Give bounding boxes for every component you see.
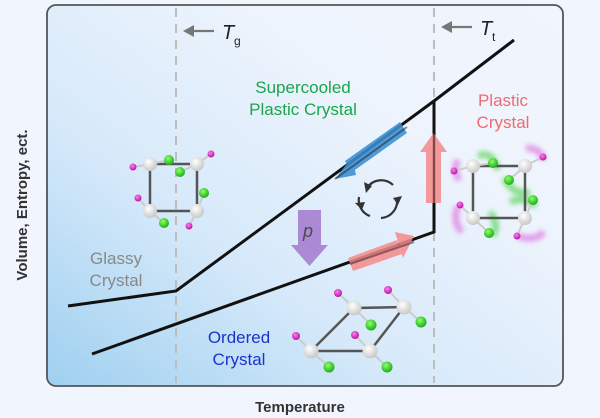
y-axis-label: Volume, Entropy, ect. <box>14 129 31 280</box>
ordered-crystal-molecule <box>292 286 427 373</box>
x-axis-label: Temperature <box>255 399 345 416</box>
tg-subscript: g <box>234 34 241 48</box>
supercooled-label: Supercooled Plastic Crystal <box>249 78 357 119</box>
svg-text:Glassy: Glassy <box>90 249 142 268</box>
tt-symbol: T <box>480 18 494 40</box>
svg-text:Ordered: Ordered <box>208 328 270 347</box>
transition-heating-arrow <box>420 133 447 203</box>
svg-text:Supercooled: Supercooled <box>255 78 350 97</box>
arrow-left-icon <box>183 25 194 37</box>
pressure-arrow: p <box>291 210 328 266</box>
arrow-left-icon <box>441 21 452 33</box>
svg-text:Crystal: Crystal <box>90 271 143 290</box>
plastic-crystal-label: Plastic Crystal <box>477 91 530 132</box>
svg-text:Crystal: Crystal <box>213 350 266 369</box>
glassy-crystal-molecule <box>129 150 215 230</box>
ordered-crystal-label: Ordered Crystal <box>208 328 270 369</box>
cooling-arrow <box>335 122 407 179</box>
glassy-crystal-label: Glassy Crystal <box>90 249 143 290</box>
tg-symbol: T <box>222 22 236 44</box>
tg-marker: T g <box>183 22 241 48</box>
svg-text:Crystal: Crystal <box>477 113 530 132</box>
glass-supercooled-plastic-curve <box>67 38 515 308</box>
tt-subscript: t <box>492 30 496 44</box>
svg-text:Plastic: Plastic <box>478 91 529 110</box>
cycle-icon <box>355 179 402 220</box>
tt-marker: T t <box>441 18 496 44</box>
heating-arrow <box>348 232 414 271</box>
svg-text:Plastic Crystal: Plastic Crystal <box>249 100 357 119</box>
plastic-crystal-molecule <box>450 144 548 242</box>
pressure-label: p <box>302 221 313 241</box>
